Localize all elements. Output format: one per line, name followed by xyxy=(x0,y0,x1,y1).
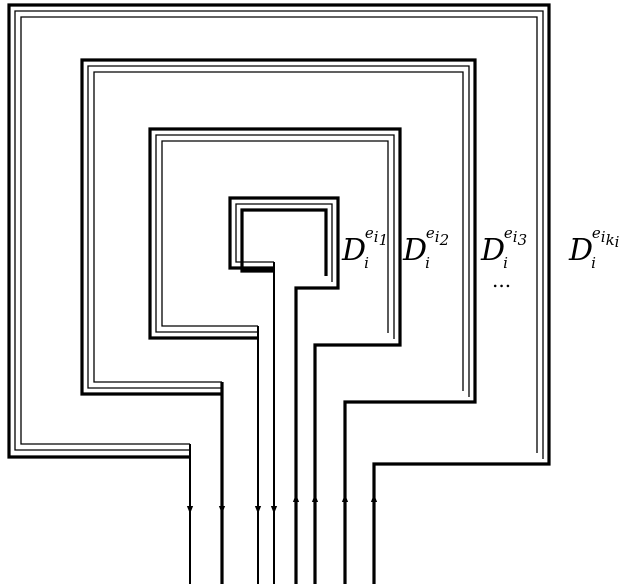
label-d-e-i3: Diei3 xyxy=(480,224,527,272)
svg-text:Dieiki: Dieiki xyxy=(568,224,620,272)
third-loop xyxy=(80,58,477,584)
label-d-e-i1: Diei1 xyxy=(341,224,388,272)
label-d-e-iki: Dieiki xyxy=(568,224,620,272)
label-d-e-i2: Diei2 xyxy=(402,224,449,272)
inner-loop xyxy=(228,196,340,584)
svg-text:Diei3: Diei3 xyxy=(480,224,527,272)
second-loop xyxy=(148,127,402,584)
loop-labels: Diei1 Diei2 Diei3 Dieiki ... xyxy=(341,224,620,292)
svg-text:Diei1: Diei1 xyxy=(341,224,388,272)
ellipsis: ... xyxy=(492,268,511,292)
svg-text:Diei2: Diei2 xyxy=(402,224,449,272)
strands xyxy=(186,262,378,584)
outer-loop xyxy=(7,3,551,584)
